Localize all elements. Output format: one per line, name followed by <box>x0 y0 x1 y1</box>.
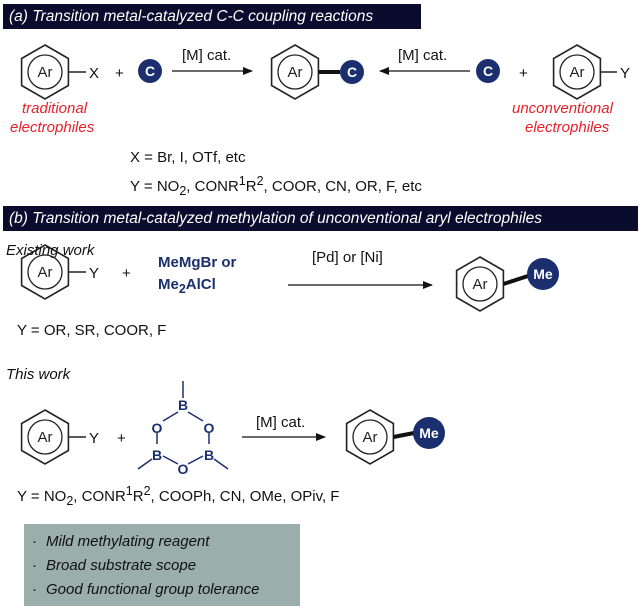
x-definition: X = Br, I, OTf, etc <box>130 149 246 166</box>
catalyst-label-backward: [M] cat. <box>398 47 447 64</box>
existing-catalyst-label: [Pd] or [Ni] <box>312 249 383 266</box>
plus-sign: + <box>117 430 126 447</box>
boron-atom: B <box>152 447 162 463</box>
svg-text:C: C <box>347 64 357 80</box>
this-catalyst-label: [M] cat. <box>256 414 305 431</box>
plus-sign: + <box>519 65 528 82</box>
benzene-ring-this: Ar <box>20 409 70 465</box>
benzene-ring-ar-x: Ar <box>20 44 70 100</box>
svg-text:Ar: Ar <box>570 64 585 81</box>
svg-text:Me: Me <box>533 266 553 282</box>
ar-label: Ar <box>38 64 53 81</box>
boron-atom: B <box>178 397 188 413</box>
x-atom: X <box>89 65 99 82</box>
carbon-circle-left: C <box>138 59 162 83</box>
y-definition-a: Y = NO2, CONR1R2, COOR, CN, OR, F, etc <box>130 174 422 198</box>
trimethylboroxine: B O B O B O <box>137 381 229 477</box>
benzene-ring-existing: Ar <box>20 244 70 300</box>
boron-atom: B <box>204 447 214 463</box>
svg-text:Ar: Ar <box>38 264 53 281</box>
benzene-ring-product-a: Ar <box>270 44 320 100</box>
existing-work-title: Existing work <box>6 242 95 259</box>
plus-sign: + <box>122 265 131 282</box>
feature-item: ·Mild methylating reagent <box>32 533 210 550</box>
unconventional-label-line1: unconventional <box>512 100 613 117</box>
y-atom: Y <box>89 265 99 282</box>
svg-text:Ar: Ar <box>38 429 53 446</box>
feature-item: ·Broad substrate scope <box>32 557 197 574</box>
oxygen-atom: O <box>178 461 189 477</box>
carbon-circle-product: C <box>340 60 364 84</box>
features-box: ·Mild methylating reagent ·Broad substra… <box>24 524 300 606</box>
methyl-circle-this: Me <box>413 417 445 449</box>
traditional-label-line2: electrophiles <box>10 119 95 136</box>
carbon-circle-right: C <box>476 59 500 83</box>
y-atom: Y <box>620 65 630 82</box>
oxygen-atom: O <box>152 420 163 436</box>
plus-sign: + <box>115 65 124 82</box>
svg-text:Ar: Ar <box>473 276 488 293</box>
methyl-circle-existing: Me <box>527 258 559 290</box>
section-b-title: (b) Transition metal-catalyzed methylati… <box>3 206 638 231</box>
this-work-title: This work <box>6 366 71 383</box>
svg-text:Ar: Ar <box>363 429 378 446</box>
y-atom: Y <box>89 430 99 447</box>
existing-y-definition: Y = OR, SR, COOR, F <box>17 322 167 339</box>
reagent-line2: Me2AlCl <box>158 276 216 296</box>
unconventional-label-line2: electrophiles <box>525 119 610 136</box>
traditional-label-line1: traditional <box>22 100 88 117</box>
svg-text:C: C <box>483 63 493 79</box>
svg-text:Ar: Ar <box>288 64 303 81</box>
catalyst-label-forward: [M] cat. <box>182 47 231 64</box>
feature-item: ·Good functional group tolerance <box>32 581 260 598</box>
y-definition-b: Y = NO2, CONR1R2, COOPh, CN, OMe, OPiv, … <box>17 484 340 508</box>
benzene-ring-existing-product: Ar <box>455 256 505 312</box>
svg-text:C: C <box>145 63 155 79</box>
svg-text:Me: Me <box>419 425 439 441</box>
reagent-line1: MeMgBr or <box>158 254 237 271</box>
benzene-ring-ar-y: Ar <box>552 44 602 100</box>
benzene-ring-this-product: Ar <box>345 409 395 465</box>
section-a-title: (a) Transition metal-catalyzed C-C coupl… <box>3 4 421 29</box>
oxygen-atom: O <box>204 420 215 436</box>
